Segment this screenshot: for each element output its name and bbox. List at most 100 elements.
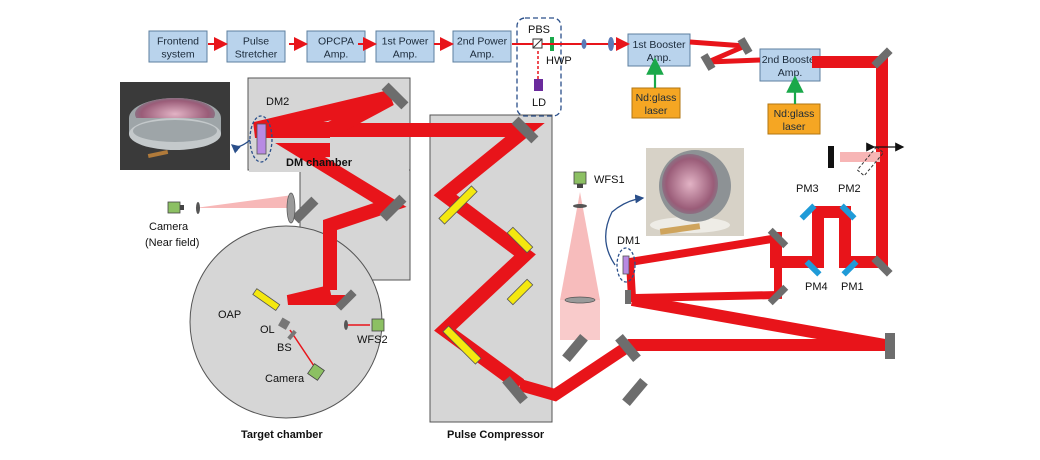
target-camera-icon	[307, 363, 325, 381]
pulse-compressor-label: Pulse Compressor	[447, 429, 545, 441]
pbs-group-outline	[516, 17, 562, 117]
power2-label-1: 2nd Power	[457, 36, 508, 48]
dm-chamber-label: DM chamber	[286, 157, 353, 169]
wfs1-camera-icon	[573, 171, 587, 185]
parabolic-mirror-2	[839, 203, 857, 221]
wfs1-lens-stub	[577, 184, 583, 188]
pbs-label: PBS	[528, 24, 550, 36]
pm2-label: PM2	[838, 183, 861, 195]
dm1-label: DM1	[617, 235, 640, 247]
lens-2	[608, 37, 614, 51]
dm1-mirror	[622, 255, 630, 275]
stretcher-label-2: Stretcher	[235, 49, 278, 61]
dm1-photo	[646, 148, 744, 236]
pump2-label-2: laser	[783, 121, 806, 133]
booster1-label-2: Amp.	[647, 52, 672, 64]
frontend-label-2: system	[161, 49, 195, 61]
mirror-15	[291, 196, 319, 224]
mirror-13	[381, 82, 409, 110]
oap-mirror	[252, 288, 281, 312]
near-field-camera-lens	[180, 205, 184, 210]
booster2-label-1: 2nd Booster	[762, 54, 819, 66]
mirror-6	[767, 284, 789, 306]
camera-near-field-label-1: Camera	[149, 221, 189, 233]
dm2-photo-arrow	[231, 139, 251, 154]
pump1-label-1: Nd:glass	[636, 92, 677, 104]
dm2-photo	[120, 82, 230, 170]
parabolic-mirror-1	[799, 203, 817, 221]
camera-near-field-label-2: (Near field)	[145, 237, 199, 249]
power1-label-1: 1st Power	[382, 36, 429, 48]
mirror-8	[562, 334, 588, 362]
dm2-highlight	[249, 115, 273, 163]
wfs2-camera-icon	[371, 318, 385, 332]
mirror-16	[335, 289, 357, 311]
ol-objective	[278, 317, 291, 330]
near-field-lens	[196, 202, 200, 214]
beam-dump	[828, 146, 834, 168]
mirror-11	[622, 378, 648, 406]
pbs-diagonal	[532, 38, 543, 49]
stretcher-label-1: Pulse	[243, 36, 269, 48]
oap-label: OAP	[218, 309, 241, 321]
pm4-label: PM4	[805, 281, 828, 293]
dm2-label: DM2	[266, 96, 289, 108]
mirror-5	[767, 227, 789, 249]
frontend-label-1: Frontend	[157, 36, 199, 48]
power1-label-2: Amp.	[393, 49, 418, 61]
grating-1	[438, 185, 478, 225]
bs-splitter	[287, 329, 297, 341]
mirror-9	[615, 334, 641, 362]
imaging-lens	[286, 192, 296, 224]
mirror-7	[885, 333, 895, 359]
ld-label: LD	[532, 97, 546, 109]
pm3-label: PM3	[796, 183, 819, 195]
opcpa-label-2: Amp.	[324, 49, 349, 61]
mirror-10	[502, 376, 528, 404]
wfs2-label: WFS2	[357, 334, 388, 346]
dm1-photo-arrow	[605, 194, 645, 266]
dm1-input-mirror	[625, 290, 631, 304]
hwp-label: HWP	[546, 55, 572, 67]
lens-1	[581, 39, 587, 49]
pump1-label-2: laser	[645, 105, 668, 117]
power2-label-2: Amp.	[470, 49, 495, 61]
ld-diode	[534, 79, 543, 91]
mirror-14	[379, 194, 407, 222]
grating-2	[506, 226, 534, 254]
pump2-label-1: Nd:glass	[774, 108, 815, 120]
parabolic-mirror-4	[841, 259, 859, 277]
booster1-label-1: 1st Booster	[632, 39, 686, 51]
target-chamber-label: Target chamber	[241, 429, 323, 441]
bs-label: BS	[277, 342, 292, 354]
grating-3	[506, 278, 534, 306]
mirror-12	[511, 116, 539, 144]
ol-label: OL	[260, 324, 275, 336]
dm2-mirror	[256, 123, 267, 155]
mirror-4	[871, 255, 893, 277]
booster2-label-2: Amp.	[778, 67, 803, 79]
grating-4	[442, 325, 482, 365]
mirror-3	[871, 47, 893, 69]
mirror-1	[737, 37, 753, 55]
parabolic-mirror-3	[804, 259, 822, 277]
wfs1-label: WFS1	[594, 174, 625, 186]
wfs2-lens	[344, 320, 348, 330]
dm1-highlight	[616, 247, 636, 283]
diagnostic-beams	[195, 152, 880, 373]
near-field-camera-icon	[167, 201, 181, 214]
wfs1-lens	[573, 204, 587, 208]
opcpa-label-1: OPCPA	[318, 36, 354, 48]
wfs1-imaging-lens	[564, 296, 596, 304]
camera-label: Camera	[265, 373, 305, 385]
